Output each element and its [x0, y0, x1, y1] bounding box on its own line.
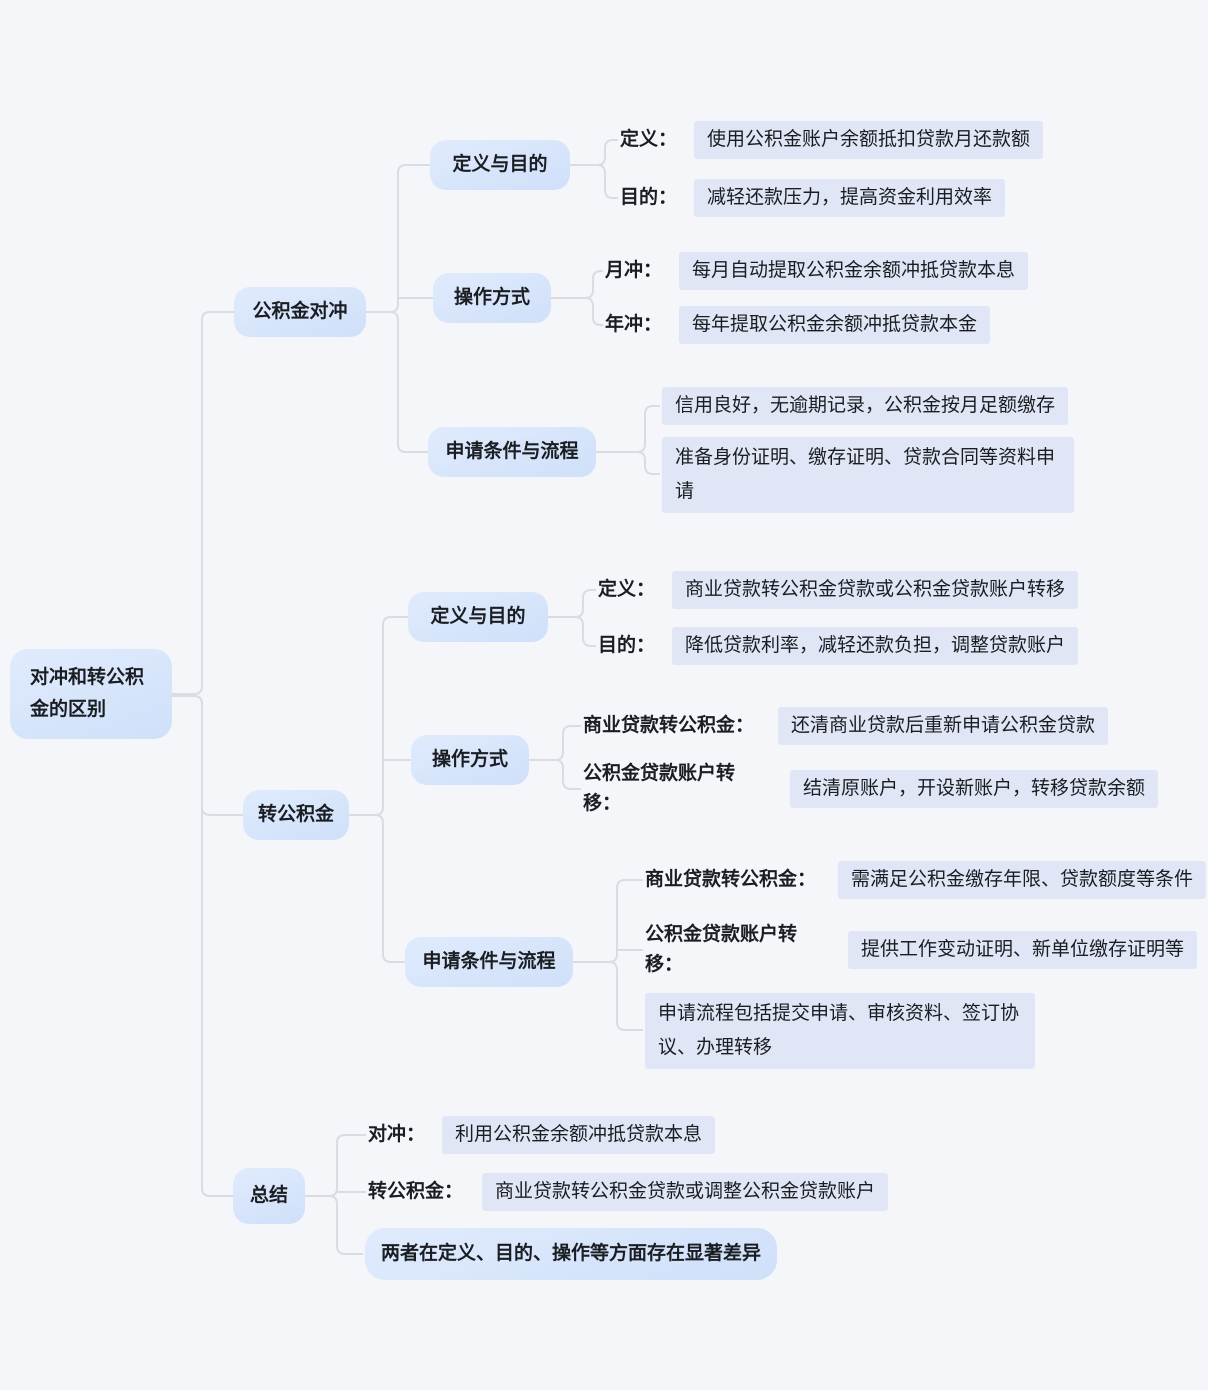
subnode-operation-mode-2[interactable]: 操作方式 — [411, 735, 529, 785]
subnode-conditions-process-2[interactable]: 申请条件与流程 — [405, 937, 573, 987]
leaf-text-definition-2[interactable]: 商业贷款转公积金贷款或公积金贷款账户转移 — [672, 571, 1079, 609]
leaf-text-application-process[interactable]: 申请流程包括提交申请、审核资料、签订协议、办理转移 — [645, 993, 1035, 1069]
leaf-text-definition-1[interactable]: 使用公积金账户余额抵扣贷款月还款额 — [694, 121, 1044, 159]
subnode-definition-purpose-2[interactable]: 定义与目的 — [408, 592, 548, 642]
leaf-label-commercial-to-provident-cond: 商业贷款转公积金： — [645, 869, 817, 890]
leaf-label-account-transfer-op: 公积金贷款账户转移： — [583, 763, 736, 814]
leaf-text-purpose-1[interactable]: 减轻还款压力，提高资金利用效率 — [694, 179, 1006, 217]
leaf-text-commercial-to-provident-op[interactable]: 还清商业贷款后重新申请公积金贷款 — [778, 707, 1109, 745]
leaf-text-credit-condition[interactable]: 信用良好，无逾期记录，公积金按月足额缴存 — [662, 387, 1069, 425]
subnode-operation-mode-1[interactable]: 操作方式 — [433, 273, 551, 323]
leaf-label-purpose-2: 目的： — [598, 635, 656, 656]
leaf-text-account-transfer-cond[interactable]: 提供工作变动证明、新单位缴存证明等 — [848, 931, 1198, 969]
root-node[interactable]: 对冲和转公积金的区别 — [10, 649, 172, 739]
leaf-text-summary-transfer[interactable]: 商业贷款转公积金贷款或调整公积金贷款账户 — [482, 1173, 889, 1211]
subnode-conditions-process-1[interactable]: 申请条件与流程 — [428, 427, 596, 477]
summary-conclusion-node[interactable]: 两者在定义、目的、操作等方面存在显著差异 — [365, 1228, 778, 1280]
branch-node-transfer-provident[interactable]: 转公积金 — [243, 790, 349, 840]
leaf-text-yearly-offset[interactable]: 每年提取公积金余额冲抵贷款本金 — [679, 306, 991, 344]
subnode-definition-purpose-1[interactable]: 定义与目的 — [430, 140, 570, 190]
leaf-label-definition-1: 定义： — [620, 129, 678, 150]
leaf-text-commercial-to-provident-cond[interactable]: 需满足公积金缴存年限、贷款额度等条件 — [838, 861, 1207, 899]
leaf-label-summary-offset: 对冲： — [368, 1124, 426, 1145]
leaf-text-summary-offset[interactable]: 利用公积金余额冲抵贷款本息 — [442, 1116, 716, 1154]
leaf-label-account-transfer-cond: 公积金贷款账户转移： — [645, 924, 798, 975]
leaf-text-account-transfer-op[interactable]: 结清原账户，开设新账户，转移贷款余额 — [790, 770, 1159, 808]
leaf-text-monthly-offset[interactable]: 每月自动提取公积金余额冲抵贷款本息 — [679, 252, 1029, 290]
leaf-label-definition-2: 定义： — [598, 579, 656, 600]
branch-node-provident-offset[interactable]: 公积金对冲 — [234, 287, 366, 337]
leaf-label-summary-transfer: 转公积金： — [368, 1181, 464, 1202]
leaf-text-purpose-2[interactable]: 降低贷款利率，减轻还款负担，调整贷款账户 — [672, 627, 1079, 665]
leaf-label-monthly-offset: 月冲： — [605, 260, 663, 281]
leaf-label-purpose-1: 目的： — [620, 187, 678, 208]
leaf-label-commercial-to-provident-op: 商业贷款转公积金： — [583, 715, 755, 736]
branch-node-summary[interactable]: 总结 — [233, 1168, 305, 1224]
leaf-text-materials-apply[interactable]: 准备身份证明、缴存证明、贷款合同等资料申请 — [662, 437, 1074, 513]
leaf-label-yearly-offset: 年冲： — [605, 314, 663, 335]
